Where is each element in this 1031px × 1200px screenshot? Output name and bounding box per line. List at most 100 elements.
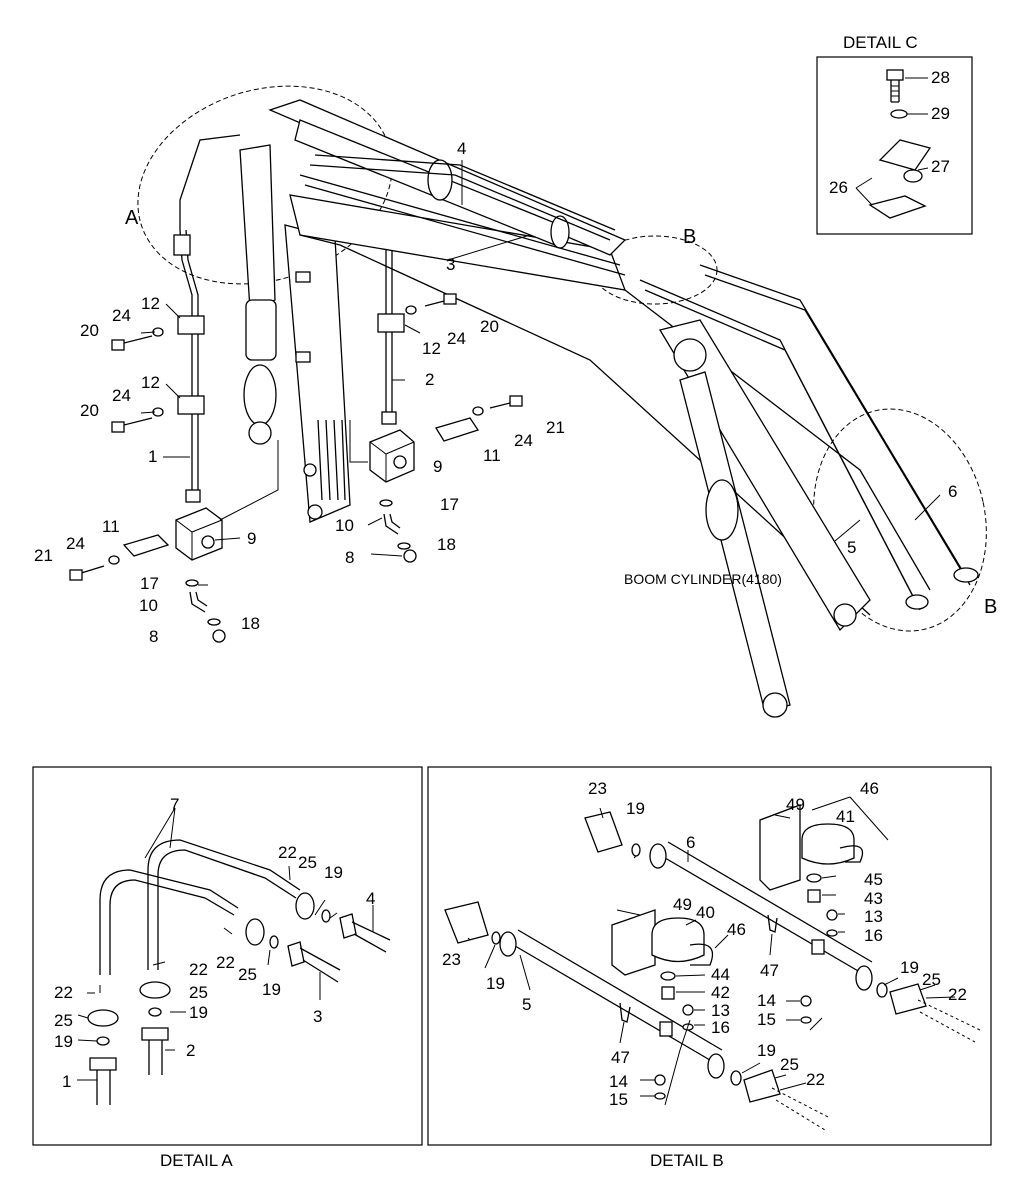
part-number: 19	[324, 863, 343, 882]
clamp-12-right	[377, 313, 405, 333]
accumulator-40	[651, 917, 714, 966]
part-number: 14	[757, 991, 776, 1010]
part-number: 7	[170, 795, 179, 814]
part-number: 10	[335, 516, 354, 535]
part-number: 47	[760, 961, 779, 980]
part-number: 26	[829, 178, 848, 197]
part-number: 22	[54, 983, 73, 1002]
part-number: 16	[711, 1018, 730, 1037]
part-number: 49	[786, 795, 805, 814]
callout-a: A	[125, 207, 139, 229]
part-number: 49	[673, 895, 692, 914]
bolts-20-washers-24	[69, 293, 523, 581]
part-number: 12	[422, 339, 441, 358]
bucket-cylinder	[294, 119, 570, 249]
part-number: 3	[446, 255, 455, 274]
part-number: 6	[948, 482, 957, 501]
part-number: 46	[860, 779, 879, 798]
part-number: 43	[864, 889, 883, 908]
detail-b-leaders	[467, 796, 956, 1106]
part-number: 22	[216, 953, 235, 972]
clamp-seat-upper	[295, 271, 311, 283]
part-number: 18	[241, 614, 260, 633]
part-number: 8	[345, 548, 354, 567]
part-number: 22	[806, 1070, 825, 1089]
part-number: 19	[189, 1003, 208, 1022]
part-number: 25	[54, 1011, 73, 1030]
part-number: 40	[696, 903, 715, 922]
part-number: 25	[238, 965, 257, 984]
part-number: 42	[711, 983, 730, 1002]
bracket-11-right	[435, 417, 480, 442]
detail-b-small-fittings	[654, 873, 838, 1100]
part-number: 19	[900, 958, 919, 977]
detail-b-right-flanges	[730, 982, 981, 1131]
part-number: 12	[141, 294, 160, 313]
part-number: 6	[686, 833, 695, 852]
detail-a-panel: DETAIL A 7 22	[32, 766, 423, 1170]
part-number: 23	[588, 779, 607, 798]
part-number: 18	[437, 535, 456, 554]
detail-b-pipe-6	[584, 811, 873, 991]
part-number: 45	[864, 870, 883, 889]
part-number: 21	[546, 418, 565, 437]
part-number: 20	[80, 401, 99, 420]
boom-cylinder-label: BOOM CYLINDER(4180)	[624, 571, 782, 587]
part-number: 11	[102, 517, 120, 536]
part-number: 4	[366, 889, 375, 908]
part-number: 3	[313, 1007, 322, 1026]
part-number: 24	[112, 386, 131, 405]
part-number: 22	[948, 985, 967, 1004]
detail-b-title: DETAIL B	[650, 1151, 724, 1170]
part-number: 13	[864, 907, 883, 926]
clamp-12-lower	[177, 395, 205, 415]
part-number: 9	[247, 529, 256, 548]
callout-b-top: B	[683, 226, 696, 248]
main-assembly-view: A B B BOOM CYLINDER(4180) 4 3 2 1 5 6 12…	[34, 85, 997, 718]
part-number: 46	[727, 920, 746, 939]
part-number: 24	[112, 306, 131, 325]
part-number: 10	[139, 596, 158, 615]
clamp-seat-lower	[295, 351, 311, 363]
part-number: 47	[611, 1048, 630, 1067]
strap-47-upper	[767, 914, 778, 933]
part-number: 21	[34, 546, 53, 565]
detail-b-frame	[427, 766, 992, 1146]
part-number: 28	[931, 68, 950, 87]
part-number: 12	[141, 373, 160, 392]
detail-c-title: DETAIL C	[843, 33, 918, 52]
part-number: 27	[931, 157, 950, 176]
washer-29	[890, 109, 908, 119]
arm-cylinder	[239, 144, 277, 445]
part-number: 22	[189, 960, 208, 979]
part-number: 19	[626, 799, 645, 818]
part-number: 17	[440, 495, 459, 514]
part-number: 22	[278, 843, 297, 862]
part-number: 17	[140, 574, 159, 593]
part-number: 24	[514, 431, 533, 450]
part-number: 23	[442, 950, 461, 969]
part-number: 20	[480, 317, 499, 336]
detail-c-frame	[816, 56, 973, 235]
detail-a-title: DETAIL A	[160, 1151, 233, 1170]
part-number: 2	[186, 1041, 195, 1060]
detail-b-pipe-5	[444, 901, 725, 1079]
part-number: 25	[298, 853, 317, 872]
clamp-12-upper	[177, 315, 205, 335]
boom-cylinder	[679, 371, 791, 718]
part-number: 44	[711, 965, 730, 984]
detail-a-leaders	[77, 807, 374, 1081]
part-number: 20	[80, 321, 99, 340]
part-number: 25	[189, 983, 208, 1002]
part-number: 15	[609, 1090, 628, 1109]
bracket-49-upper	[759, 804, 801, 891]
part-number: 2	[425, 370, 434, 389]
detail-c-panel: DETAIL C 28 29 27 26	[816, 33, 973, 235]
part-number: 25	[922, 970, 941, 989]
valve-block-9-left	[175, 507, 223, 561]
detail-b-panel: DETAIL B	[427, 766, 992, 1170]
part-number: 8	[149, 627, 158, 646]
part-number: 29	[931, 104, 950, 123]
pipe-2	[381, 250, 397, 425]
part-number: 24	[447, 329, 466, 348]
